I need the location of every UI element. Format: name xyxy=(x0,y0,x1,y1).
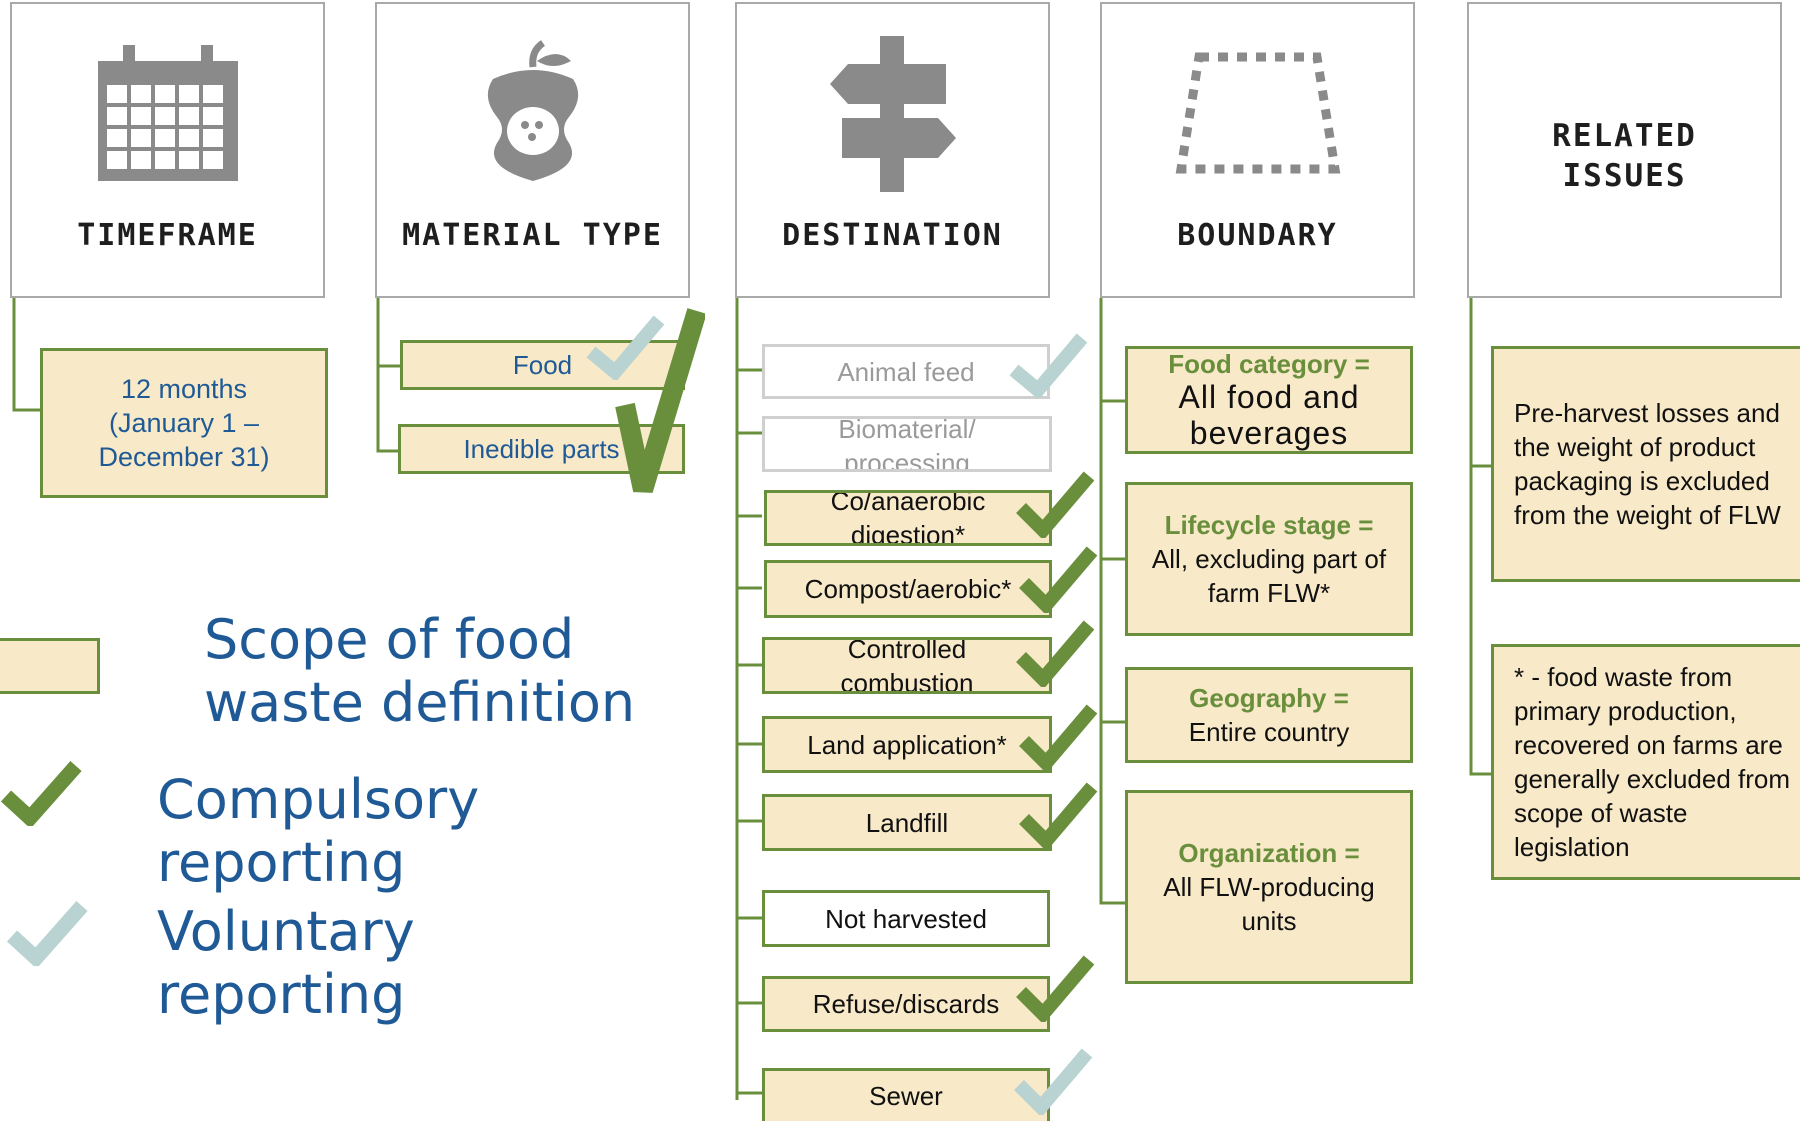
legend-voluntary-label: Voluntary reporting xyxy=(157,900,415,1026)
legend-scope-swatch xyxy=(0,638,100,694)
boundary-food-category: Food category = All food and beverages xyxy=(1125,346,1413,454)
material-label: Inedible parts xyxy=(463,434,620,464)
dest-label: Land application* xyxy=(807,729,1007,760)
header-timeframe: TIMEFRAME xyxy=(10,2,325,298)
header-label: TIMEFRAME xyxy=(77,218,258,253)
header-destination: DESTINATION xyxy=(735,2,1050,298)
voluntary-check-icon xyxy=(1009,333,1088,398)
boundary-geography: Geography = Entire country xyxy=(1125,667,1413,763)
voluntary-check-icon xyxy=(586,315,665,380)
legend-compulsory-label: Compulsory reporting xyxy=(157,768,480,894)
dest-biomaterial: Biomaterial/ processing xyxy=(762,416,1052,472)
dest-label: Sewer xyxy=(869,1081,943,1111)
boundary-organization: Organization = All FLW-producing units xyxy=(1125,790,1413,984)
header-label: MATERIAL TYPE xyxy=(402,218,663,253)
related-note-packaging: Pre-harvest losses and the weight of pro… xyxy=(1491,346,1800,582)
material-label: Food xyxy=(512,350,573,380)
compulsory-check-icon xyxy=(1016,471,1095,538)
related-text: Pre-harvest losses and the weight of pro… xyxy=(1514,398,1781,530)
dest-label: Co/anaerobic digestion* xyxy=(830,490,986,546)
legend-scope-label: Scope of food waste definition xyxy=(204,608,636,734)
compulsory-check-icon xyxy=(1016,955,1095,1022)
boundary-value: All food and beverages xyxy=(1178,379,1360,451)
dest-label: Not harvested xyxy=(825,903,987,934)
voluntary-check-icon xyxy=(6,901,88,966)
boundary-lifecycle-stage: Lifecycle stage = All, excluding part of… xyxy=(1125,482,1413,636)
boundary-key: Organization = xyxy=(1178,838,1360,868)
timeframe-line: (January 1 – xyxy=(108,408,260,438)
dest-label: Biomaterial/ processing xyxy=(838,416,976,472)
header-label: DESTINATION xyxy=(782,218,1003,253)
boundary-value: Entire country xyxy=(1188,717,1350,747)
dotted-boundary-icon xyxy=(1102,24,1413,204)
compulsory-check-icon xyxy=(1019,546,1098,613)
dest-controlled-combustion: Controlled combustion xyxy=(762,637,1052,694)
compulsory-check-icon xyxy=(1019,782,1098,849)
timeframe-line: 12 months xyxy=(120,374,248,404)
compulsory-check-icon xyxy=(1016,620,1095,687)
header-related-issues: RELATED ISSUES xyxy=(1467,2,1782,298)
dest-land-application: Land application* xyxy=(762,716,1052,773)
dest-label: Compost/aerobic* xyxy=(804,574,1012,604)
boundary-key: Geography = xyxy=(1189,683,1349,713)
dest-label: Animal feed xyxy=(837,356,975,387)
timeframe-line: December 31) xyxy=(98,442,270,472)
dest-codigestion: Co/anaerobic digestion* xyxy=(764,490,1052,546)
compulsory-check-icon xyxy=(0,761,82,826)
dest-not-harvested: Not harvested xyxy=(762,890,1050,947)
compulsory-check-icon xyxy=(615,308,705,493)
signpost-icon xyxy=(737,24,1048,204)
dest-label: Controlled combustion xyxy=(840,637,974,694)
compulsory-check-icon xyxy=(1019,704,1098,771)
dest-label: Refuse/discards xyxy=(812,989,1000,1019)
boundary-value: All FLW-producing units xyxy=(1163,872,1375,936)
dest-animal-feed: Animal feed xyxy=(762,344,1050,399)
dest-compost: Compost/aerobic* xyxy=(764,560,1052,618)
dest-sewer: Sewer xyxy=(762,1068,1050,1121)
header-material-type: MATERIAL TYPE xyxy=(375,2,690,298)
dest-refuse-discards: Refuse/discards xyxy=(762,976,1050,1032)
dest-label: Landfill xyxy=(865,807,949,838)
header-label: BOUNDARY xyxy=(1177,218,1338,253)
related-note-farms: * - food waste from primary production, … xyxy=(1491,644,1800,880)
timeframe-box: 12 months (January 1 – December 31) xyxy=(40,348,328,498)
header-boundary: BOUNDARY xyxy=(1100,2,1415,298)
header-label: RELATED ISSUES xyxy=(1552,118,1697,194)
apple-core-icon xyxy=(377,24,688,204)
boundary-key: Food category = xyxy=(1168,349,1370,379)
calendar-icon xyxy=(12,24,323,204)
related-text: * - food waste from primary production, … xyxy=(1514,662,1791,862)
voluntary-check-icon xyxy=(1014,1048,1093,1115)
dest-landfill: Landfill xyxy=(762,794,1052,851)
boundary-key: Lifecycle stage = xyxy=(1164,510,1374,540)
boundary-value: All, excluding part of farm FLW* xyxy=(1151,544,1387,608)
